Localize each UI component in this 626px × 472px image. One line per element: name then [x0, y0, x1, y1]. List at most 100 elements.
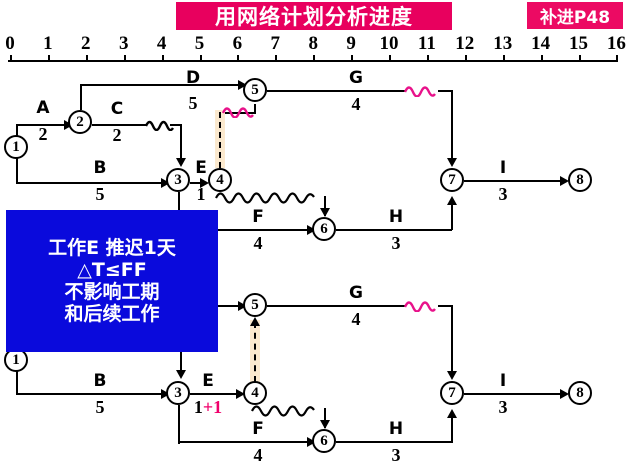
- activity-name-B-top: B: [93, 158, 107, 178]
- activity-name-F-bottom: F: [252, 419, 264, 439]
- free-float-dropper-top: [324, 196, 326, 216]
- event-node-6-top: 6: [312, 217, 336, 241]
- edge-g-float-wave: [403, 83, 440, 102]
- edge-h-line: [336, 229, 452, 231]
- edge-d2-line: [196, 305, 240, 307]
- edge-i-arrowhead: [560, 176, 569, 186]
- timeline-tick-12: 12: [455, 33, 475, 54]
- dummy-link-bottom: [254, 322, 256, 382]
- edge-f2-arrowhead: [307, 437, 316, 447]
- event-node-4-top: 4: [208, 168, 232, 192]
- callout-line-2: △T≤FF: [77, 258, 147, 281]
- explanation-callout: 工作E 推迟1天 △T≤FF 不影响工期 和后续工作: [6, 210, 218, 352]
- activity-name-G-bottom: G: [349, 283, 363, 303]
- edge-d-riser: [80, 84, 82, 110]
- edge-b2-arrowhead: [161, 389, 170, 399]
- edge-c2-arrowhead: [176, 370, 186, 379]
- edge-a-line: [16, 124, 66, 126]
- edge-e-arrowhead: [200, 178, 209, 188]
- edge-f2-dropper: [178, 405, 180, 444]
- edge-d2-arrowhead: [238, 301, 247, 311]
- timeline-tick-2: 2: [81, 33, 91, 54]
- timeline-tickmark-2: [85, 55, 88, 62]
- timeline-tick-0: 0: [5, 33, 15, 54]
- timeline-tickmark-5: [199, 55, 202, 62]
- event-node-5-bottom: 5: [243, 293, 267, 317]
- edge-b-arrowhead: [161, 178, 170, 188]
- activity-name-G-top: G: [349, 68, 363, 88]
- edge-g2-float-wave: [403, 298, 440, 317]
- free-float-wave-top: [214, 188, 326, 209]
- event-node-6-bottom: 6: [312, 429, 336, 453]
- timeline-tick-13: 13: [493, 33, 513, 54]
- edge-i2-line: [464, 393, 564, 395]
- timeline-tick-4: 4: [156, 33, 167, 54]
- timeline-tickmark-14: [540, 55, 543, 62]
- timeline-tickmark-8: [313, 55, 316, 62]
- free-float-dropper-bottom: [324, 408, 326, 428]
- timeline-axis: [8, 60, 618, 62]
- edge-e-line: [190, 182, 204, 184]
- edge-e2-line: [190, 393, 240, 395]
- timeline-tickmark-7: [275, 55, 278, 62]
- free-float-arrowhead-top: [320, 208, 330, 217]
- timeline-tickmark-11: [426, 55, 429, 62]
- edge-c-arrowhead: [176, 158, 186, 167]
- edge-h2-line: [336, 441, 452, 443]
- edge-g-dropper: [451, 90, 453, 162]
- edge-b-dropper: [16, 147, 18, 184]
- timeline-tick-5: 5: [194, 33, 205, 54]
- page-reference-badge: 补进P48: [527, 2, 623, 29]
- activity-duration-A-top: 2: [38, 124, 48, 144]
- edge-g-line-2: [438, 90, 452, 92]
- activity-duration-F-bottom: 4: [253, 445, 263, 465]
- callout-line-3: 不影响工期: [64, 281, 160, 303]
- timeline-tick-11: 11: [417, 33, 436, 54]
- timeline-tickmark-10: [389, 55, 391, 62]
- activity-name-E-top: E: [195, 158, 207, 178]
- activity-name-C-top: C: [110, 99, 124, 119]
- edge-e2-arrowhead: [236, 389, 245, 399]
- activity-duration-I-top: 3: [498, 184, 508, 204]
- edge-g2-dropper: [451, 305, 453, 377]
- page-reference-label: 补进P48: [539, 8, 611, 28]
- timeline-tickmark-15: [578, 55, 581, 62]
- activity-name-D-top: D: [185, 68, 201, 88]
- activity-duration-D-top: 5: [188, 93, 198, 113]
- edge-b2-line: [16, 393, 164, 395]
- edge-c-line-2: [170, 124, 182, 126]
- event-node-4-bottom: 4: [243, 381, 267, 405]
- activity-duration-H-top: 3: [391, 233, 401, 253]
- edge-d-line: [80, 84, 240, 86]
- event-node-7-top: 7: [440, 168, 464, 192]
- timeline-tick-1: 1: [43, 33, 53, 54]
- timeline-tickmark-4: [161, 55, 164, 62]
- float-wave-top: [221, 104, 258, 123]
- activity-duration-E-top: 1: [196, 184, 206, 204]
- edge-b2-dropper: [16, 360, 18, 395]
- activity-duration-I-bottom: 3: [498, 397, 508, 417]
- timeline-tickmark-0: [10, 55, 12, 62]
- edge-h2-riser: [451, 411, 453, 443]
- activity-duration-H-bottom: 3: [391, 445, 401, 465]
- timeline-tick-10: 10: [379, 33, 399, 54]
- event-node-2-top: 2: [68, 110, 92, 134]
- activity-duration-E-bottom: 1+1: [194, 397, 222, 418]
- activity-duration-C-top: 2: [112, 125, 122, 145]
- event-node-7-bottom: 7: [440, 381, 464, 405]
- activity-name-I-top: I: [499, 158, 507, 178]
- edge-c-float-wave: [144, 117, 175, 136]
- callout-line-4: 和后续工作: [64, 303, 160, 326]
- dummy-link-top-riser: [254, 104, 256, 114]
- slide-title-bar: 用网络计划分析进度: [176, 2, 452, 30]
- activity-name-H-bottom: H: [388, 419, 404, 439]
- event-node-3-bottom: 3: [166, 381, 190, 405]
- timeline-tick-15: 15: [569, 33, 588, 54]
- timeline-tickmark-3: [123, 55, 126, 62]
- event-node-1-top: 1: [4, 135, 28, 159]
- edge-g2-arrowhead: [447, 371, 457, 380]
- edge-c-dropper: [180, 124, 182, 164]
- activity-name-E-bottom: E: [202, 371, 214, 391]
- event-node-5-top: 5: [243, 78, 267, 102]
